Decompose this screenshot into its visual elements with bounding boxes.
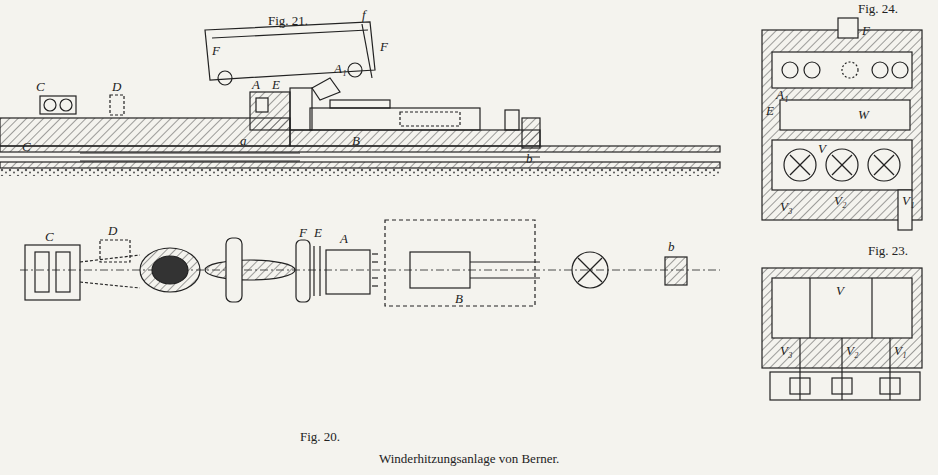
callout-letter: E: [272, 78, 280, 91]
callout-letter: W: [858, 108, 869, 121]
figure-number: Fig. 24.: [858, 2, 898, 15]
callout-letter: C: [22, 140, 31, 153]
callout-letter: A₁: [334, 62, 346, 75]
callout-letter: V₃: [780, 344, 792, 357]
callout-letter: f: [362, 8, 366, 21]
callout-letter: b: [526, 152, 533, 165]
callout-letter: V₁: [894, 344, 906, 357]
callout-letter: V₁: [902, 194, 914, 207]
callout-letter: D: [108, 224, 117, 237]
callout-letter: B: [455, 292, 463, 305]
callout-letter: V₂: [834, 194, 846, 207]
callout-letter: A: [340, 232, 348, 245]
callout-letter: V: [818, 142, 826, 155]
callout-letter: C: [36, 80, 45, 93]
callout-letter: F: [299, 226, 307, 239]
figure-number: Fig. 21.: [268, 14, 308, 27]
callout-letter: V₂: [846, 344, 858, 357]
figure-caption: Winderhitzungsanlage von Berner.: [379, 452, 559, 465]
callout-letter: F: [380, 40, 388, 53]
callout-letter: D: [112, 80, 121, 93]
callout-letter: B: [352, 134, 360, 147]
figure-number: Fig. 23.: [868, 244, 908, 257]
callout-letter: E: [314, 226, 322, 239]
callout-letter: F: [212, 44, 220, 57]
callout-letter: V₃: [780, 200, 792, 213]
callout-letter: a: [240, 134, 247, 147]
callout-letter: A: [252, 78, 260, 91]
figure-number: Fig. 20.: [300, 430, 340, 443]
callout-letter: C: [45, 230, 54, 243]
callout-letter: A₁: [776, 88, 788, 101]
callout-letter: E: [766, 104, 774, 117]
callout-letter: V: [836, 284, 844, 297]
callout-letter: b: [668, 240, 675, 253]
callout-letter: F: [862, 24, 870, 37]
